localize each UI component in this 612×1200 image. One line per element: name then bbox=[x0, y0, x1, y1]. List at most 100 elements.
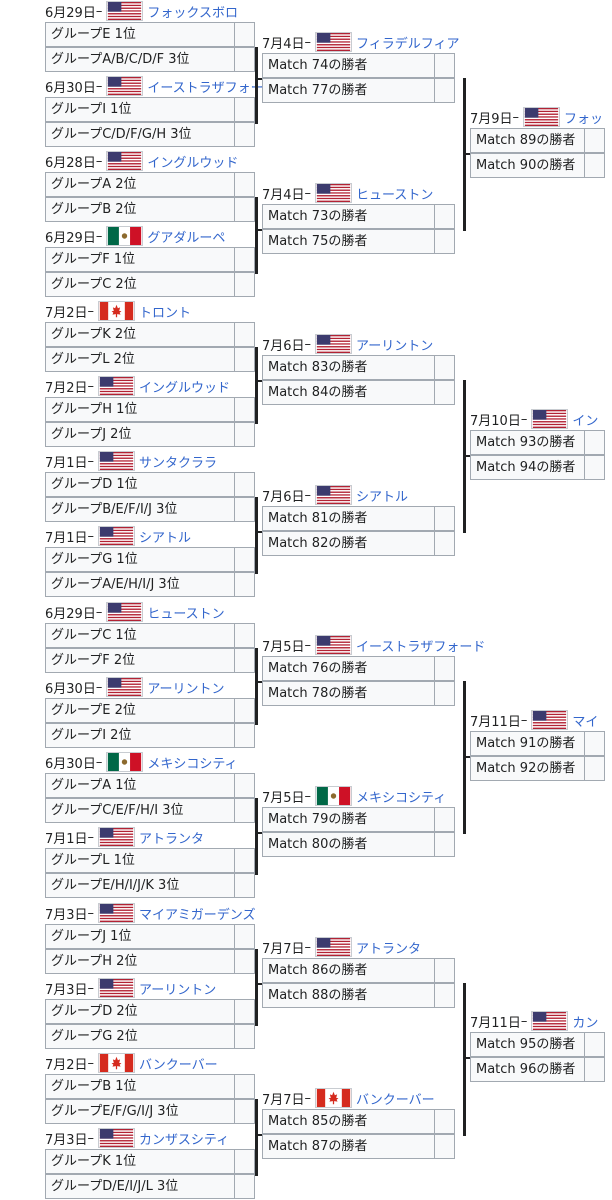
mexico-flag-icon bbox=[106, 752, 144, 772]
match-venue-header: 7月1日 – サンタクララ bbox=[45, 450, 217, 472]
team-slot: グループC/D/F/G/H 3位 bbox=[45, 122, 235, 147]
team-slot: Match 80の勝者 bbox=[262, 832, 435, 857]
venue-city-link[interactable]: ヒューストン bbox=[356, 187, 434, 203]
score-cell bbox=[234, 798, 255, 823]
score-cell bbox=[234, 623, 255, 648]
match-venue-header: 7月1日 – シアトル bbox=[45, 525, 191, 547]
bracket-connector-line bbox=[255, 873, 258, 875]
team-slot: Match 77の勝者 bbox=[262, 78, 435, 103]
score-cell bbox=[234, 1149, 255, 1174]
venue-city-link[interactable]: アーリントン bbox=[147, 681, 225, 697]
match-venue-header: 6月30日 – イーストラザフォード bbox=[45, 75, 277, 97]
team-slot: グループF 1位 bbox=[45, 247, 235, 272]
team-slot: Match 94の勝者 bbox=[470, 455, 585, 480]
date-separator: – bbox=[304, 336, 312, 352]
bracket-connector-line bbox=[255, 197, 258, 199]
canada-flag-icon bbox=[98, 1053, 136, 1073]
score-cell bbox=[234, 873, 255, 898]
team-slot: グループE 1位 bbox=[45, 22, 235, 47]
match-venue-header: 7月2日 – トロント bbox=[45, 300, 191, 322]
date-separator: – bbox=[520, 712, 528, 728]
venue-city-link[interactable]: イン bbox=[572, 413, 599, 429]
match-venue-header: 7月3日 – マイアミガーデンズ bbox=[45, 902, 256, 924]
score-cell bbox=[234, 999, 255, 1024]
team-slot: Match 85の勝者 bbox=[262, 1109, 435, 1134]
bracket-connector-line bbox=[255, 1099, 258, 1176]
match-venue-header: 7月5日 – イーストラザフォード bbox=[262, 634, 485, 656]
score-cell bbox=[234, 247, 255, 272]
mexico-flag-icon bbox=[315, 786, 353, 806]
venue-city-link[interactable]: イーストラザフォード bbox=[356, 639, 486, 655]
venue-city-link[interactable]: イングルウッド bbox=[139, 380, 231, 396]
match-date: 6月28日 bbox=[45, 155, 96, 171]
score-cell bbox=[434, 1134, 455, 1159]
bracket-connector-line bbox=[255, 272, 258, 274]
venue-city-link[interactable]: アーリントン bbox=[139, 982, 217, 998]
bracket-connector-line bbox=[255, 122, 258, 124]
score-cell bbox=[584, 1032, 605, 1057]
venue-city-link[interactable]: シアトル bbox=[139, 530, 192, 546]
team-slot: グループH 2位 bbox=[45, 949, 235, 974]
venue-city-link[interactable]: バンクーバー bbox=[139, 1057, 218, 1073]
match-venue-header: 7月2日 – イングルウッド bbox=[45, 375, 230, 397]
score-cell bbox=[434, 531, 455, 556]
venue-city-link[interactable]: グアダルーペ bbox=[147, 230, 226, 246]
bracket-connector-line bbox=[255, 47, 258, 124]
team-slot: Match 86の勝者 bbox=[262, 958, 435, 983]
venue-city-link[interactable]: フィラデルフィア bbox=[356, 36, 460, 52]
venue-city-link[interactable]: イーストラザフォード bbox=[147, 80, 277, 96]
venue-city-link[interactable]: アーリントン bbox=[356, 338, 434, 354]
venue-city-link[interactable]: ヒューストン bbox=[147, 606, 225, 622]
team-slot: Match 83の勝者 bbox=[262, 355, 435, 380]
match-date: 7月5日 bbox=[262, 639, 305, 655]
bracket-connector-line bbox=[463, 983, 466, 1136]
team-slot: グループC 2位 bbox=[45, 272, 235, 297]
venue-city-link[interactable]: トロント bbox=[139, 305, 192, 321]
venue-city-link[interactable]: カンザスシティ bbox=[139, 1132, 230, 1148]
date-separator: – bbox=[304, 487, 312, 503]
venue-city-link[interactable]: イングルウッド bbox=[147, 155, 239, 171]
score-cell bbox=[434, 983, 455, 1008]
venue-city-link[interactable]: バンクーバー bbox=[356, 1092, 435, 1108]
bracket-connector-line bbox=[255, 497, 258, 574]
date-separator: – bbox=[87, 1055, 95, 1071]
score-cell bbox=[434, 1109, 455, 1134]
score-cell bbox=[434, 380, 455, 405]
venue-city-link[interactable]: シアトル bbox=[356, 489, 409, 505]
team-slot: グループC 1位 bbox=[45, 623, 235, 648]
venue-city-link[interactable]: メキシコシティ bbox=[356, 790, 447, 806]
score-cell bbox=[234, 472, 255, 497]
team-slot: グループI 1位 bbox=[45, 97, 235, 122]
match-venue-header: 6月30日 – アーリントン bbox=[45, 676, 225, 698]
match-date: 7月3日 bbox=[45, 982, 88, 998]
team-slot: グループG 1位 bbox=[45, 547, 235, 572]
venue-city-link[interactable]: アトランタ bbox=[139, 831, 205, 847]
match-venue-header: 6月29日 – フォックスボロ bbox=[45, 0, 238, 22]
canada-flag-icon bbox=[98, 301, 136, 321]
venue-city-link[interactable]: フォッ bbox=[564, 111, 604, 127]
venue-city-link[interactable]: マイアミガーデンズ bbox=[139, 907, 256, 923]
us-flag-icon bbox=[98, 827, 136, 847]
venue-city-link[interactable]: マイ bbox=[572, 714, 599, 730]
match-date: 7月4日 bbox=[262, 187, 305, 203]
team-slot: グループE/H/I/J/K 3位 bbox=[45, 873, 235, 898]
venue-city-link[interactable]: フォックスボロ bbox=[147, 5, 238, 21]
us-flag-icon bbox=[98, 978, 136, 998]
venue-city-link[interactable]: アトランタ bbox=[356, 941, 422, 957]
score-cell bbox=[434, 832, 455, 857]
us-flag-icon bbox=[106, 151, 144, 171]
bracket-connector-line bbox=[255, 347, 258, 424]
team-slot: グループA/E/H/I/J 3位 bbox=[45, 572, 235, 597]
date-separator: – bbox=[95, 153, 103, 169]
match-venue-header: 7月11日 – カン bbox=[470, 1010, 612, 1032]
venue-city-link[interactable]: メキシコシティ bbox=[147, 756, 238, 772]
venue-city-link[interactable]: カン bbox=[572, 1015, 599, 1031]
score-cell bbox=[234, 773, 255, 798]
match-date: 7月5日 bbox=[262, 790, 305, 806]
venue-city-link[interactable]: サンタクララ bbox=[139, 455, 218, 471]
canada-flag-icon bbox=[315, 1088, 353, 1108]
bracket-connector-line bbox=[258, 531, 262, 533]
date-separator: – bbox=[87, 453, 95, 469]
score-cell bbox=[434, 656, 455, 681]
match-venue-header: 7月10日 – イン bbox=[470, 408, 612, 430]
